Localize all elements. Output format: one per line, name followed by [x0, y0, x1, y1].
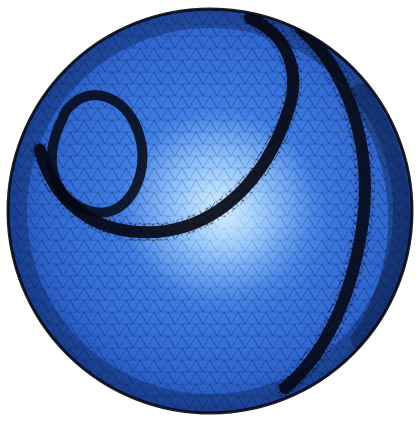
dense-band-loop — [46, 90, 148, 218]
sphere-outline — [6, 7, 414, 415]
